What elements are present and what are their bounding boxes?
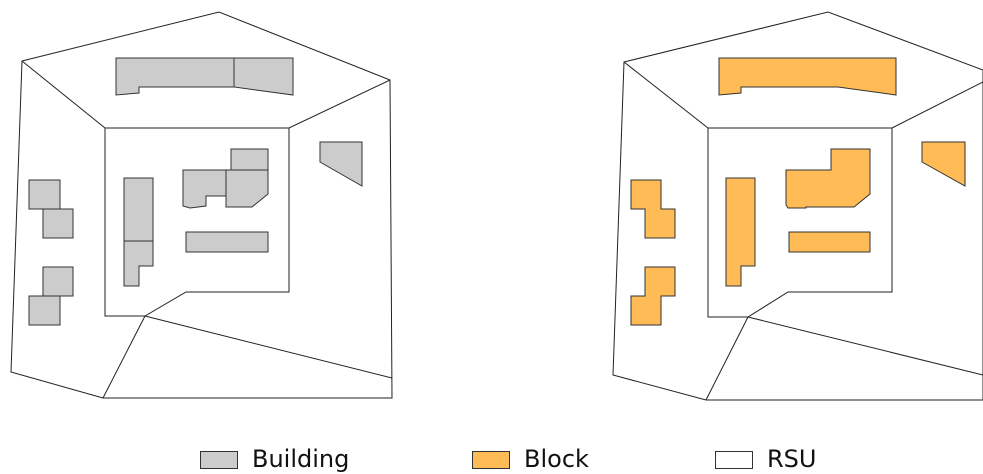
buildings xyxy=(28,57,363,326)
block-left-upper xyxy=(630,179,676,239)
block-panel xyxy=(612,11,983,401)
block-left-lower xyxy=(630,266,676,326)
block-swatch xyxy=(472,450,510,469)
legend-label-building: Building xyxy=(252,445,350,473)
legend-item-block: Block xyxy=(472,445,589,474)
block-inner-tall xyxy=(725,177,756,287)
legend: Building Block RSU xyxy=(0,445,983,474)
building-right-triangle xyxy=(319,141,363,187)
blocks xyxy=(630,57,966,326)
block-inner-large xyxy=(785,148,871,209)
building-top-right xyxy=(233,57,294,96)
building-inner-bar xyxy=(185,231,269,253)
building-inner-upper-3 xyxy=(225,169,269,208)
building-left-2 xyxy=(42,208,74,239)
building-inner-tall-top xyxy=(123,177,154,242)
building-inner-tall-bottom xyxy=(123,240,154,287)
building-swatch xyxy=(200,450,238,469)
legend-label-rsu: RSU xyxy=(767,445,817,473)
legend-item-rsu: RSU xyxy=(715,445,816,474)
legend-item-building: Building xyxy=(200,445,349,474)
building-left-3 xyxy=(42,266,74,297)
legend-label-block: Block xyxy=(524,445,589,473)
rsu-swatch xyxy=(715,450,753,469)
building-left-1 xyxy=(28,179,61,210)
block-right-triangle xyxy=(921,141,966,187)
block-top xyxy=(718,57,897,96)
building-inner-upper-1 xyxy=(230,148,269,171)
block-inner-bar xyxy=(788,231,871,253)
building-panel xyxy=(10,11,393,399)
building-left-4 xyxy=(28,295,61,326)
